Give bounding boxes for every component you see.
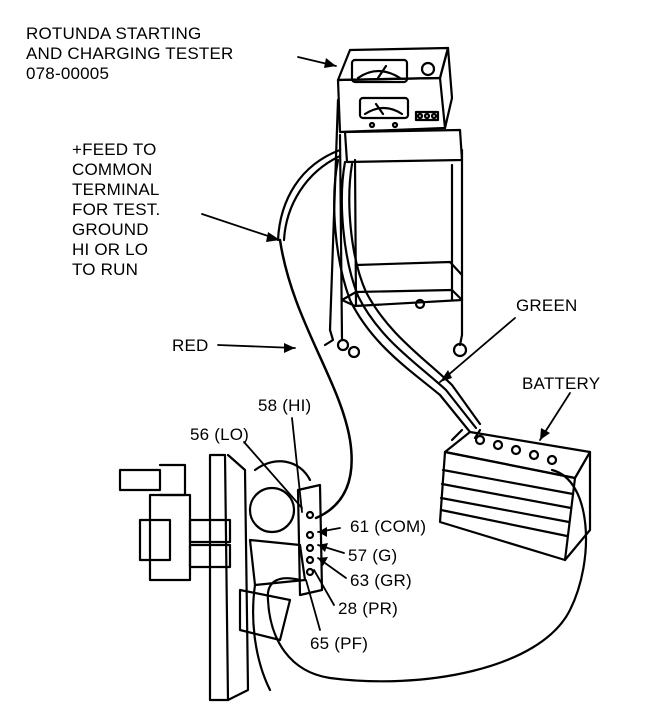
battery-label: BATTERY [522, 374, 601, 393]
red-lead-label: RED [172, 336, 209, 355]
pin-56-label: 56 (LO) [190, 425, 250, 444]
pin-63-label: 63 (GR) [350, 571, 412, 590]
pin-28-label: 28 (PR) [338, 599, 398, 618]
pin-61-label: 61 (COM) [350, 517, 427, 536]
green-lead-label: GREEN [516, 296, 578, 315]
feed-label: +FEED TO COMMON TERMINAL FOR TEST. GROUN… [72, 140, 161, 279]
pin-57-label: 57 (G) [348, 546, 398, 565]
tester-cart [323, 46, 468, 359]
arrowheads [266, 58, 550, 566]
engine-component [118, 453, 324, 702]
test-leads [266, 148, 588, 683]
pin-58-label: 58 (HI) [258, 396, 312, 415]
battery [438, 428, 592, 562]
pin-65-label: 65 (PF) [310, 634, 369, 653]
tester-label: ROTUNDA STARTING AND CHARGING TESTER 078… [26, 24, 234, 83]
